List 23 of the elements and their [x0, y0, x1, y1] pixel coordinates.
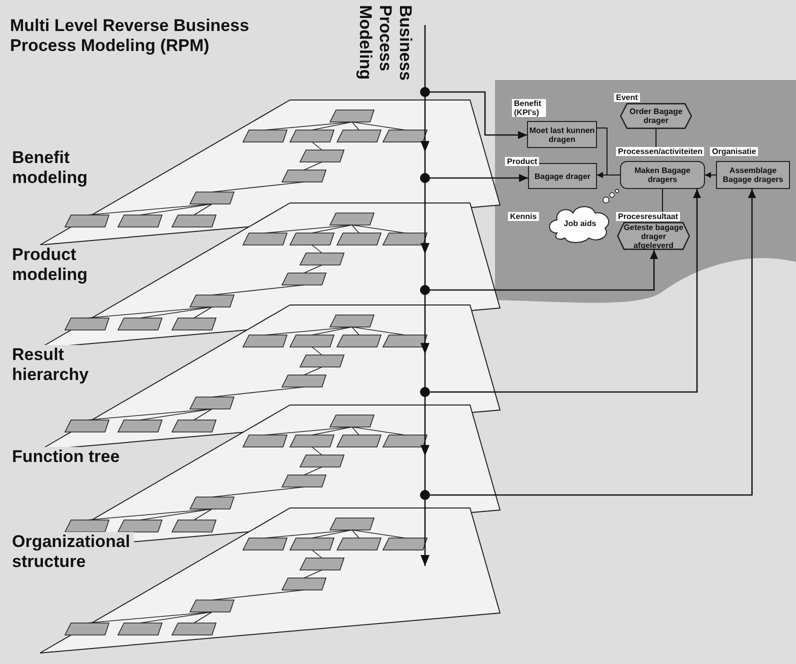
- axis-heading: Business Process Modeling: [355, 5, 415, 83]
- category-tag: Event: [614, 93, 640, 102]
- process-box: Moet last kunnen dragen: [527, 121, 597, 148]
- process-box: Maken Bagage dragers: [620, 161, 705, 189]
- category-tag: Processen/activiteiten: [616, 147, 704, 156]
- arrow: [704, 172, 716, 178]
- category-tag: Procesresultaat: [616, 212, 680, 221]
- event-hexagon: Order Bagage drager: [620, 103, 692, 129]
- category-tag: Benefit (KPI's): [512, 99, 546, 117]
- process-box: Assemblage Bagage dragers: [716, 161, 790, 189]
- result-hexagon: Geteste bagage drager afgeleverd: [617, 222, 690, 250]
- arrow: [430, 91, 527, 139]
- diagram-title: Multi Level Reverse Business Process Modeling (RPM): [10, 16, 250, 56]
- process-box: Bagage drager: [528, 163, 597, 189]
- category-tag: Organisatie: [710, 147, 758, 156]
- arrow: [430, 189, 756, 496]
- category-tag: Product: [505, 157, 540, 166]
- arrow: [430, 174, 528, 182]
- category-tag: Kennis: [508, 212, 539, 221]
- connector-line: [662, 188, 663, 212]
- arrow: [596, 128, 608, 178]
- arrow: [430, 250, 658, 291]
- arrow: [430, 189, 701, 393]
